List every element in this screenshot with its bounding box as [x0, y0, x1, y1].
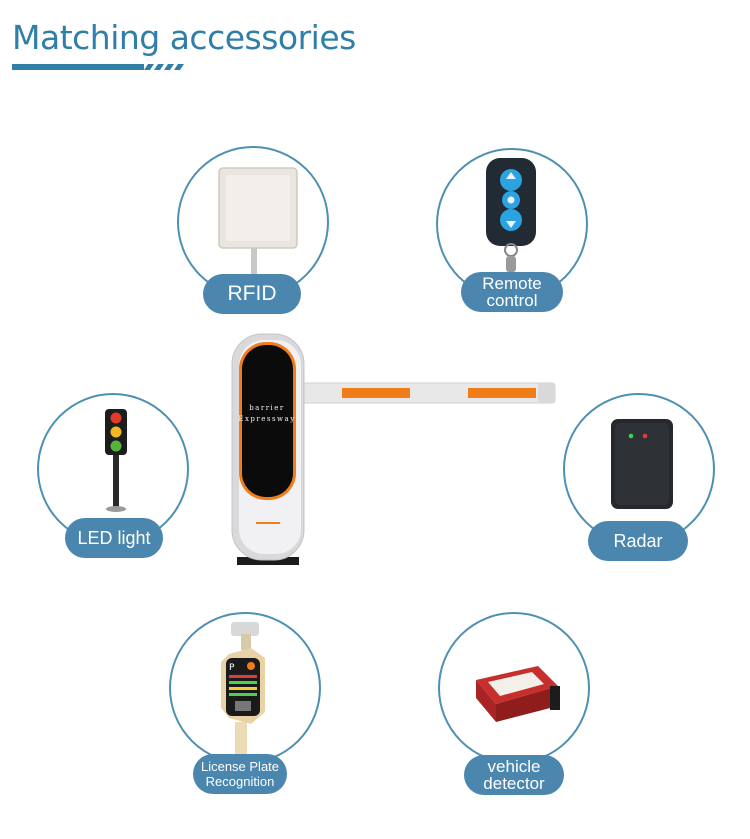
remote-control-icon	[486, 158, 536, 272]
vehicle-detector-icon	[476, 666, 560, 722]
barrier-gate: barrier Expressway	[231, 333, 556, 565]
vehicle-detector-label: vehicle detector	[464, 755, 564, 795]
page-title: Matching accessories	[12, 18, 356, 57]
accessory-radar	[563, 393, 715, 545]
title-underline	[12, 64, 184, 70]
led-light-label: LED light	[65, 518, 163, 558]
rfid-reader-icon	[218, 167, 298, 284]
radar-label: Radar	[588, 521, 688, 561]
accessory-rfid	[177, 146, 329, 298]
radar-sensor-icon	[611, 419, 673, 509]
traffic-light-icon	[105, 409, 127, 512]
license-plate-camera-icon: P	[221, 622, 265, 762]
barrier-text-line1: barrier	[249, 404, 285, 412]
accessory-vehicle-detector	[438, 612, 590, 764]
accessory-license-plate-recognition: P	[169, 612, 321, 764]
remote-control-label: Remote control	[461, 272, 563, 312]
barrier-text-line2: Expressway	[238, 415, 295, 423]
license-plate-recognition-label: License Plate Recognition	[193, 754, 287, 794]
rfid-label: RFID	[203, 274, 301, 314]
svg-text:P: P	[229, 663, 235, 673]
